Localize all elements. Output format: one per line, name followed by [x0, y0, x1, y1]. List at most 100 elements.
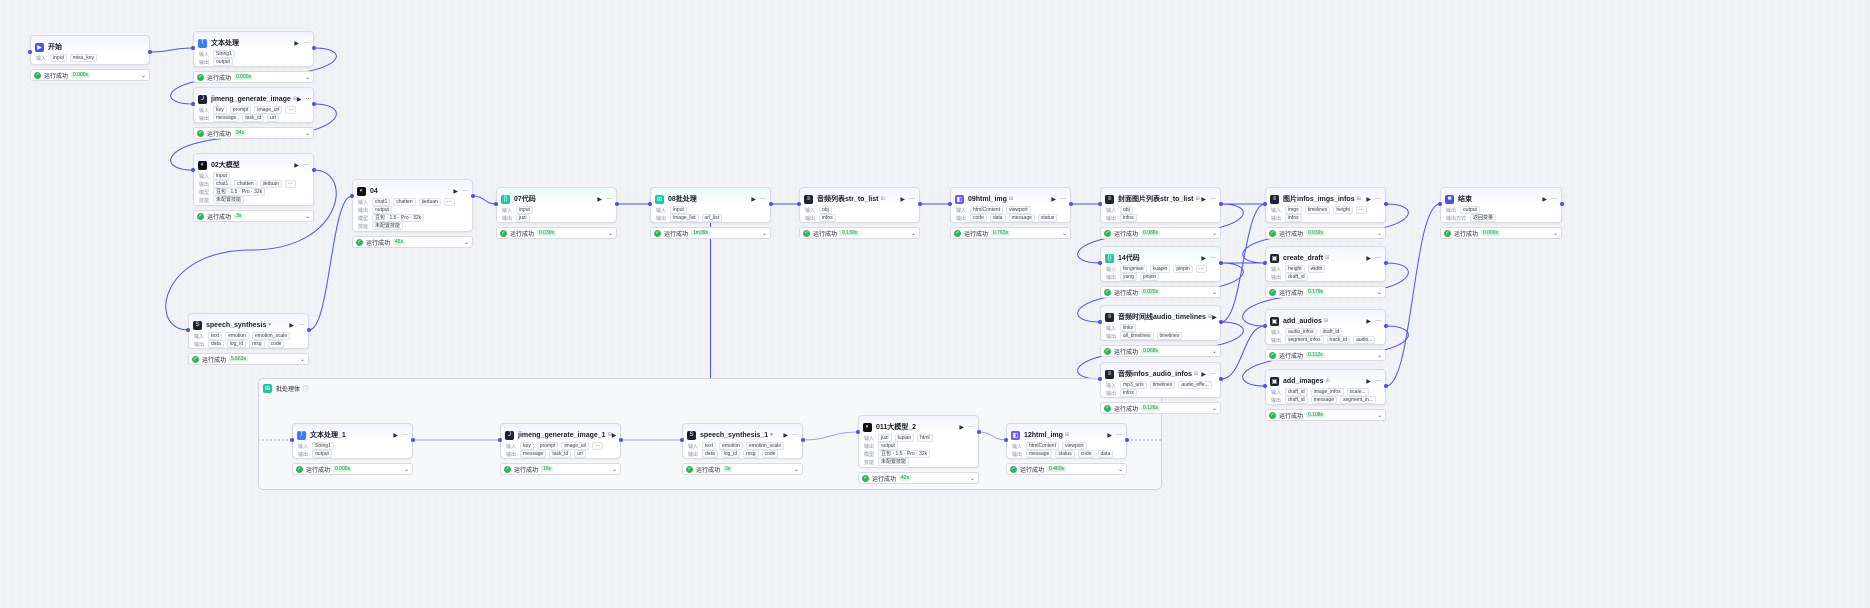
output-port[interactable] — [1560, 202, 1564, 206]
more-options-icon[interactable]: ··· — [303, 40, 309, 46]
chevron-down-icon[interactable]: ⌄ — [611, 466, 617, 473]
run-node-icon[interactable]: ▶ — [611, 432, 617, 439]
chevron-down-icon[interactable]: ⌄ — [607, 230, 613, 237]
chevron-down-icon[interactable]: ⌄ — [1211, 348, 1217, 355]
input-port[interactable] — [1098, 377, 1102, 381]
input-port[interactable] — [1263, 202, 1267, 206]
output-port[interactable] — [1219, 202, 1223, 206]
edge-speech-n04[interactable] — [308, 195, 353, 331]
chevron-down-icon[interactable]: ⌄ — [1552, 230, 1558, 237]
edge-images-end[interactable] — [1385, 203, 1441, 387]
input-port[interactable] — [1004, 438, 1008, 442]
chevron-down-icon[interactable]: ⌄ — [1376, 230, 1382, 237]
input-port[interactable] — [948, 202, 952, 206]
chevron-down-icon[interactable]: ⌄ — [793, 466, 799, 473]
output-port[interactable] — [307, 328, 311, 332]
run-node-icon[interactable]: ▶ — [1051, 196, 1056, 203]
run-node-icon[interactable]: ▶ — [294, 40, 299, 47]
node-gjimeng[interactable]: Jjimeng_generate_image_1⊞▶···输入keyprompt… — [500, 423, 621, 459]
input-port[interactable] — [648, 202, 652, 206]
chevron-down-icon[interactable]: ⌄ — [1211, 289, 1217, 296]
output-port[interactable] — [801, 438, 805, 442]
chevron-down-icon[interactable]: ⌄ — [304, 74, 310, 81]
chevron-down-icon[interactable]: ⌄ — [910, 230, 916, 237]
output-port[interactable] — [1219, 320, 1223, 324]
run-node-icon[interactable]: ▶ — [900, 196, 905, 203]
more-options-icon[interactable]: ··· — [298, 322, 304, 328]
input-port[interactable] — [186, 328, 190, 332]
input-port[interactable] — [856, 430, 860, 434]
run-node-icon[interactable]: ▶ — [1366, 318, 1371, 325]
input-port[interactable] — [1263, 324, 1267, 328]
more-options-icon[interactable]: ··· — [462, 188, 468, 194]
run-node-icon[interactable]: ▶ — [1542, 196, 1547, 203]
output-port[interactable] — [1069, 202, 1073, 206]
input-port[interactable] — [1098, 202, 1102, 206]
run-node-icon[interactable]: ▶ — [1212, 314, 1217, 321]
output-port[interactable] — [619, 438, 623, 442]
more-options-icon[interactable]: ··· — [1060, 196, 1066, 202]
more-options-icon[interactable]: ··· — [1210, 371, 1216, 377]
chevron-down-icon[interactable]: ⌄ — [1061, 230, 1067, 237]
input-port[interactable] — [1263, 261, 1267, 265]
output-port[interactable] — [977, 430, 981, 434]
input-port[interactable] — [1438, 202, 1442, 206]
edge-timelines-imginfos[interactable] — [1220, 203, 1266, 323]
output-port[interactable] — [918, 202, 922, 206]
run-node-icon[interactable]: ▶ — [959, 424, 964, 431]
chevron-down-icon[interactable]: ⌄ — [1376, 289, 1382, 296]
chevron-down-icon[interactable]: ⌄ — [969, 475, 975, 482]
run-node-icon[interactable]: ▶ — [296, 96, 302, 103]
run-node-icon[interactable]: ▶ — [453, 188, 458, 195]
output-port[interactable] — [1384, 261, 1388, 265]
chevron-down-icon[interactable]: ⌄ — [304, 213, 310, 220]
more-options-icon[interactable]: ··· — [1210, 196, 1216, 202]
more-options-icon[interactable]: ··· — [1375, 255, 1381, 261]
input-port[interactable] — [191, 168, 195, 172]
input-port[interactable] — [191, 46, 195, 50]
run-node-icon[interactable]: ▶ — [1107, 432, 1112, 439]
input-port[interactable] — [191, 102, 195, 106]
more-options-icon[interactable]: ··· — [760, 196, 766, 202]
input-port[interactable] — [1263, 384, 1267, 388]
more-options-icon[interactable]: ··· — [1375, 378, 1381, 384]
run-node-icon[interactable]: ▶ — [783, 432, 788, 439]
more-options-icon[interactable]: ··· — [968, 424, 974, 430]
output-port[interactable] — [769, 202, 773, 206]
output-port[interactable] — [471, 194, 475, 198]
output-port[interactable] — [1384, 202, 1388, 206]
input-port[interactable] — [797, 202, 801, 206]
output-port[interactable] — [312, 168, 316, 172]
run-node-icon[interactable]: ▶ — [289, 322, 294, 329]
run-node-icon[interactable]: ▶ — [1201, 196, 1206, 203]
edge-start-text1[interactable] — [149, 47, 194, 53]
